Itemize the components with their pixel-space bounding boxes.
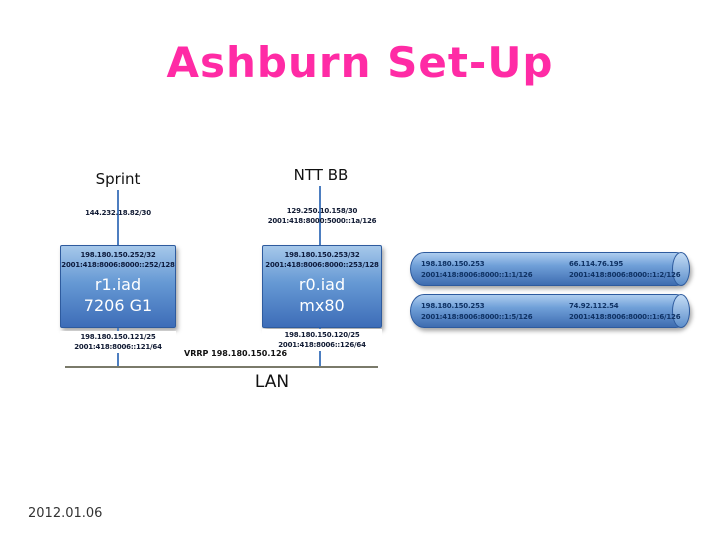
vrrp-label: VRRP 198.180.150.126 [184,349,288,358]
tunnel-2-right-endpoint: 74.92.112.54 2001:418:8006:8000::1:6/126 [569,301,681,323]
tunnel-cylinder-2: 198.180.150.253 2001:418:8006:8000::1:5/… [410,294,690,328]
router-box-r0-iad: 198.180.150.253/32 2001:418:8006:8000::2… [262,245,382,328]
router-r0-model: mx80 [299,296,345,315]
router-r1-name: r1.iad [94,275,142,294]
router-r1-loopback-v4: 198.180.150.252/32 [80,251,156,259]
router-r0-loopback-v4: 198.180.150.253/32 [284,251,360,259]
router-r1-loopback-v6: 2001:418:8006:8000::252/128 [61,261,175,269]
tunnel-2-left-v6: 2001:418:8006:8000::1:5/126 [421,313,533,321]
uplink-line-sprint [117,190,119,245]
lan-bus-line [65,366,378,368]
tunnel-1-left-v4: 198.180.150.253 [421,260,485,268]
router-r0-loopback-v6: 2001:418:8006:8000::253/128 [265,261,379,269]
slide-date: 2012.01.06 [28,506,103,521]
circuit-ip-nttbb-v4: 129.250.10.158/30 [286,207,358,215]
router-r1-model: 7206 G1 [83,296,153,315]
tunnel-2-right-v6: 2001:418:8006:8000::1:6/126 [569,313,681,321]
cylinder-end-cap [672,252,690,286]
router-box-r1-iad: 198.180.150.252/32 2001:418:8006:8000::2… [60,245,176,328]
slide-title: Ashburn Set-Up [166,38,554,87]
lan-ip-r0: 198.180.150.120/25 2001:418:8006::126/64 [262,329,382,351]
tunnel-1-left-v6: 2001:418:8006:8000::1:1/126 [421,271,533,279]
lan-ip-r0-v4: 198.180.150.120/25 [284,331,360,339]
uplink-line-nttbb [319,186,321,245]
lan-ip-r0-v6: 2001:418:8006::126/64 [278,341,366,349]
lan-ip-r1-v4: 198.180.150.121/25 [80,333,156,341]
provider-label-nttbb: NTT BB [293,166,349,184]
tunnel-cylinder-1: 198.180.150.253 2001:418:8006:8000::1:1/… [410,252,690,286]
router-r0-name: r0.iad [298,275,346,294]
tunnel-2-right-v4: 74.92.112.54 [569,302,619,310]
tunnel-1-left-endpoint: 198.180.150.253 2001:418:8006:8000::1:1/… [421,259,533,281]
tunnel-2-left-v4: 198.180.150.253 [421,302,485,310]
lan-label: LAN [254,372,290,392]
tunnel-1-right-v6: 2001:418:8006:8000::1:2/126 [569,271,681,279]
lan-ip-r1-v6: 2001:418:8006::121/64 [74,343,162,351]
tunnel-1-right-endpoint: 66.114.76.195 2001:418:8006:8000::1:2/12… [569,259,681,281]
circuit-ip-nttbb: 129.250.10.158/30 2001:418:8000:5000::1a… [252,206,392,226]
circuit-ip-sprint: 144.232.18.82/30 [85,209,151,217]
circuit-ip-nttbb-v6: 2001:418:8000:5000::1a/126 [267,217,377,225]
cylinder-end-cap [672,294,690,328]
tunnel-1-right-v4: 66.114.76.195 [569,260,624,268]
lan-ip-r1: 198.180.150.121/25 2001:418:8006::121/64 [60,331,176,353]
provider-label-sprint: Sprint [95,170,141,188]
tunnel-2-left-endpoint: 198.180.150.253 2001:418:8006:8000::1:5/… [421,301,533,323]
